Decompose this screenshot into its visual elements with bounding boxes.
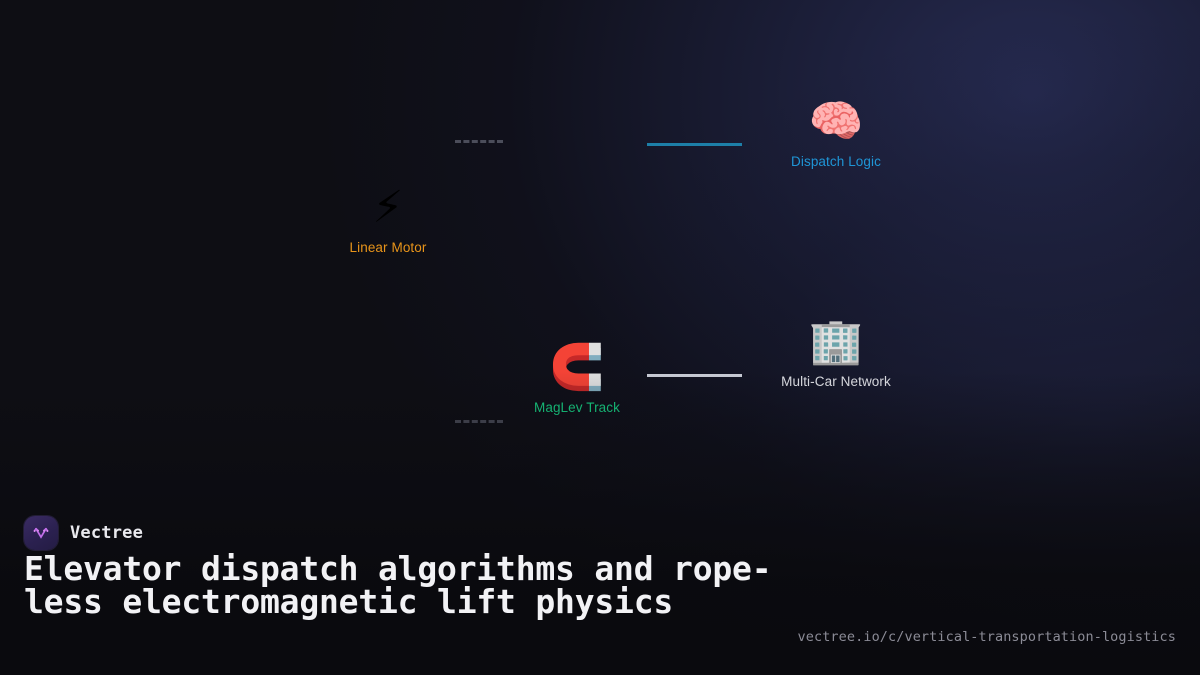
page-title: Elevator dispatch algorithms and rope-le… (24, 549, 772, 621)
footer-overlay: Vectree Elevator dispatch algorithms and… (0, 490, 1200, 675)
brand-name: Vectree (70, 523, 144, 543)
brand: Vectree (24, 516, 143, 550)
vectree-v-logo-icon (24, 516, 58, 550)
source-url: vectree.io/c/vertical-transportation-log… (797, 629, 1176, 645)
